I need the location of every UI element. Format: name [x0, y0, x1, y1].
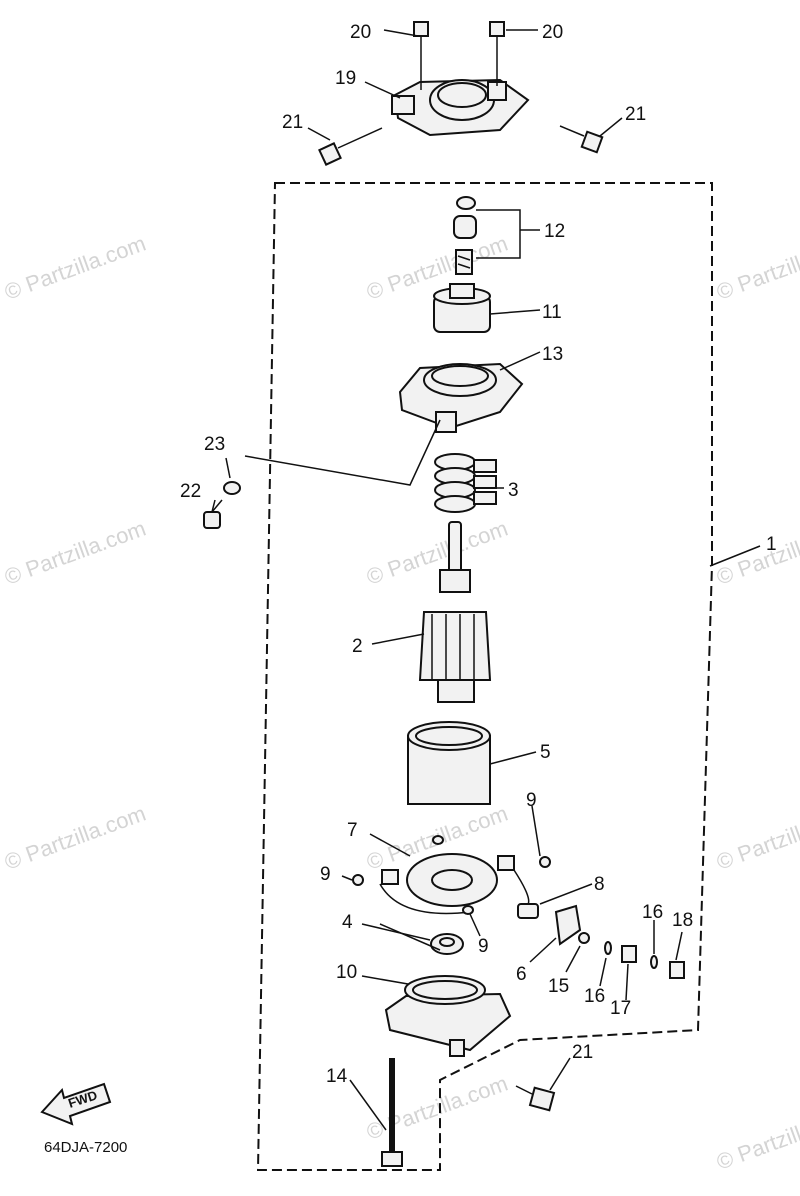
callout-16-bottom: 16 — [584, 986, 605, 1007]
callout-3: 3 — [508, 480, 519, 501]
callout-22: 22 — [180, 481, 201, 502]
part-yoke — [407, 721, 491, 805]
part-top-bolts — [413, 21, 505, 90]
watermark: © Partzilla.com — [713, 1101, 800, 1175]
part-side-bolts-upper — [318, 125, 604, 166]
callout-23: 23 — [204, 434, 225, 455]
callout-5: 5 — [540, 742, 551, 763]
watermark: © Partzilla.com — [713, 801, 800, 875]
callout-10: 10 — [336, 962, 357, 983]
part-small-hardware — [578, 932, 685, 979]
fwd-arrow: FWD — [40, 1082, 112, 1126]
part-front-cover — [398, 362, 524, 433]
callout-2: 2 — [352, 636, 363, 657]
callouts: 20 20 19 21 21 12 11 13 23 3 22 1 2 5 9 … — [180, 22, 777, 1087]
callout-14: 14 — [326, 1066, 348, 1087]
part-rear-cover — [384, 975, 512, 1057]
part-through-bolt — [381, 1058, 403, 1167]
part-bushing — [430, 933, 464, 955]
callout-20-right: 20 — [542, 22, 563, 43]
callout-6: 6 — [516, 964, 527, 985]
callout-13: 13 — [542, 344, 563, 365]
assembly-boundary — [256, 182, 713, 1171]
part-screw-washer — [203, 481, 241, 529]
callout-9-top: 9 — [526, 790, 537, 811]
callout-18: 18 — [672, 910, 693, 931]
callout-1: 1 — [766, 534, 777, 555]
lead-line-23 — [244, 419, 441, 486]
callout-19: 19 — [335, 68, 356, 89]
part-terminal-bolt — [517, 903, 539, 919]
watermark: © Partzilla.com — [363, 516, 511, 590]
callout-12: 12 — [544, 221, 565, 242]
callout-21-lower: 21 — [572, 1042, 593, 1063]
part-pinion-gear — [433, 283, 491, 333]
part-armature — [418, 521, 492, 703]
part-top-bracket — [391, 78, 530, 137]
callout-4: 4 — [342, 912, 353, 933]
callout-17: 17 — [610, 998, 631, 1019]
watermark: © Partzilla.com — [1, 231, 149, 305]
callout-7: 7 — [347, 820, 358, 841]
callout-16-right: 16 — [642, 902, 663, 923]
watermark: © Partzilla.com — [713, 516, 800, 590]
diagram-code: 64DJA-7200 — [44, 1139, 127, 1156]
part-brush-set — [434, 453, 497, 513]
callout-11: 11 — [542, 302, 562, 323]
callout-21-upper-right: 21 — [625, 104, 646, 125]
callout-20-left: 20 — [350, 22, 371, 43]
watermark: © Partzilla.com — [363, 1071, 511, 1145]
watermark: © Partzilla.com — [1, 801, 149, 875]
callout-8: 8 — [594, 874, 605, 895]
part-terminal-plate — [554, 904, 582, 946]
part-brush-plate — [379, 853, 530, 915]
part-clips — [352, 835, 551, 915]
callout-9-bottom: 9 — [478, 936, 489, 957]
part-side-bolt-lower — [515, 1085, 556, 1112]
watermark: © Partzilla.com — [1, 516, 149, 590]
part-pinion-stop-set — [453, 196, 477, 275]
callout-9-left: 9 — [320, 864, 331, 885]
callout-15: 15 — [548, 976, 569, 997]
leader-lines — [211, 29, 761, 1131]
watermark: © Partzilla.com — [713, 231, 800, 305]
callout-21-upper-left: 21 — [282, 112, 303, 133]
